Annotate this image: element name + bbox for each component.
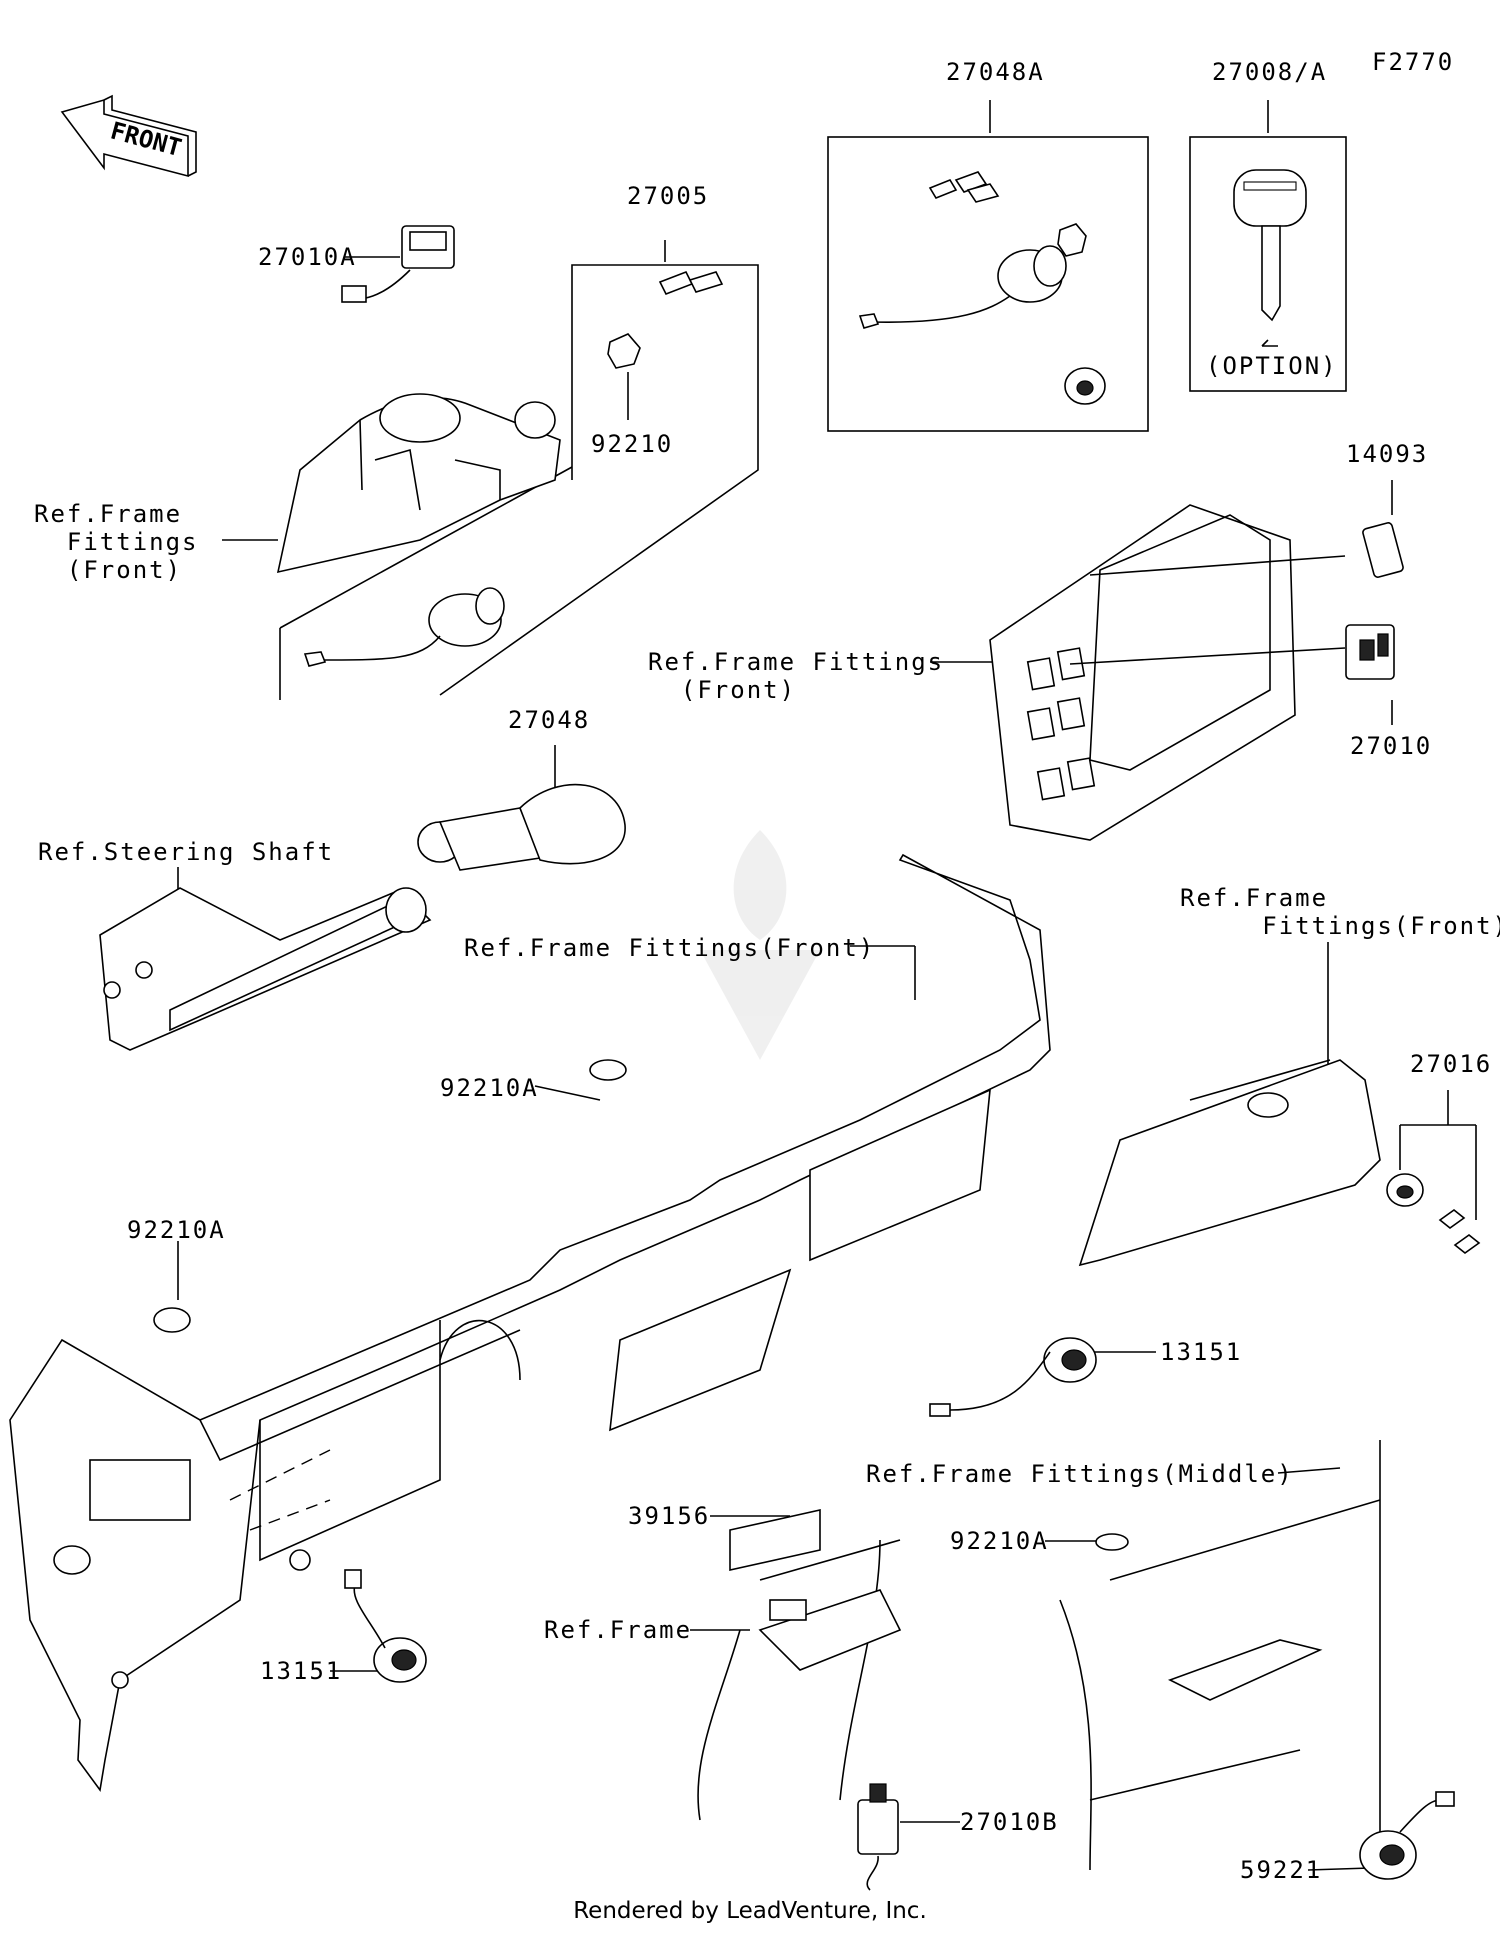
box-27048A (827, 136, 1149, 432)
label-ref-frame-fittings-front-1: Ref.Frame Fittings (Front) (34, 500, 199, 584)
ref-frame-fittings-front-panel (989, 504, 1296, 841)
part-14093-pad (1362, 522, 1404, 578)
label-27048A: 27048A (946, 58, 1045, 86)
part-27010A-switch (341, 225, 455, 303)
part-13151-socket-2 (344, 1569, 427, 1683)
label-ref-frame-fittings-front-4: Ref.Frame Fittings(Front) (464, 934, 876, 962)
part-59221-socket (1359, 1791, 1455, 1880)
part-27016-lock (1386, 1173, 1481, 1255)
part-27048-switch (417, 783, 626, 871)
part-39156-label (729, 1509, 821, 1571)
label-27008A: 27008/A (1212, 58, 1328, 86)
ref-frame-lower (697, 1539, 902, 1821)
label-ref-frame-fittings-front-2: Ref.Frame Fittings (Front) (648, 648, 945, 704)
ref-frame-fittings-middle (1059, 1440, 1381, 1871)
label-92210A-2: 92210A (127, 1216, 226, 1244)
label-ref-frame-fittings-front-3: Ref.Frame Fittings(Front) (1180, 884, 1500, 940)
label-27010: 27010 (1350, 732, 1433, 760)
leader-lines (177, 100, 1477, 1871)
label-92210A-3: 92210A (950, 1527, 1049, 1555)
part-92210A-washer-1 (589, 1059, 627, 1081)
label-option: (OPTION) (1206, 352, 1338, 380)
label-ref-frame: Ref.Frame (544, 1616, 693, 1644)
part-27048A-set (858, 171, 1106, 405)
footer-credit: Rendered by LeadVenture, Inc. (573, 1898, 927, 1924)
label-27005: 27005 (627, 182, 710, 210)
label-92210A-1: 92210A (440, 1074, 539, 1102)
part-27010-switch (1345, 624, 1395, 680)
watermark-icon (700, 830, 820, 1060)
label-59221: 59221 (1240, 1856, 1323, 1884)
label-39156: 39156 (628, 1502, 711, 1530)
label-92210: 92210 (591, 430, 674, 458)
front-arrow-icon: FRONT (60, 94, 197, 178)
label-ref-steering-shaft: Ref.Steering Shaft (38, 838, 335, 866)
part-13151-socket-1 (929, 1337, 1097, 1417)
part-27005-keys (607, 270, 724, 369)
part-27005-switch (303, 587, 505, 667)
part-92210A-washer-2 (153, 1307, 191, 1333)
label-27010B: 27010B (960, 1808, 1059, 1836)
label-27048: 27048 (508, 706, 591, 734)
box-27008A (1189, 136, 1347, 392)
label-14093: 14093 (1346, 440, 1429, 468)
ref-frame-fittings-front-housing (276, 393, 561, 574)
part-27010B-switch (857, 1783, 899, 1891)
label-ref-frame-fittings-middle: Ref.Frame Fittings(Middle) (866, 1460, 1294, 1488)
label-13151-1: 13151 (1160, 1338, 1243, 1366)
dashboard-body (9, 853, 1051, 1793)
ref-frame-fittings-front-glovebox (1078, 1059, 1381, 1267)
part-92210A-washer-3 (1095, 1533, 1129, 1551)
ref-steering-shaft (99, 887, 432, 1051)
diagram-code: F2770 (1372, 48, 1455, 76)
part-27008A-key (1233, 169, 1307, 347)
label-27016: 27016 (1410, 1050, 1493, 1078)
label-27010A: 27010A (258, 243, 357, 271)
label-13151-2: 13151 (260, 1657, 343, 1685)
box-27005 (439, 264, 759, 696)
